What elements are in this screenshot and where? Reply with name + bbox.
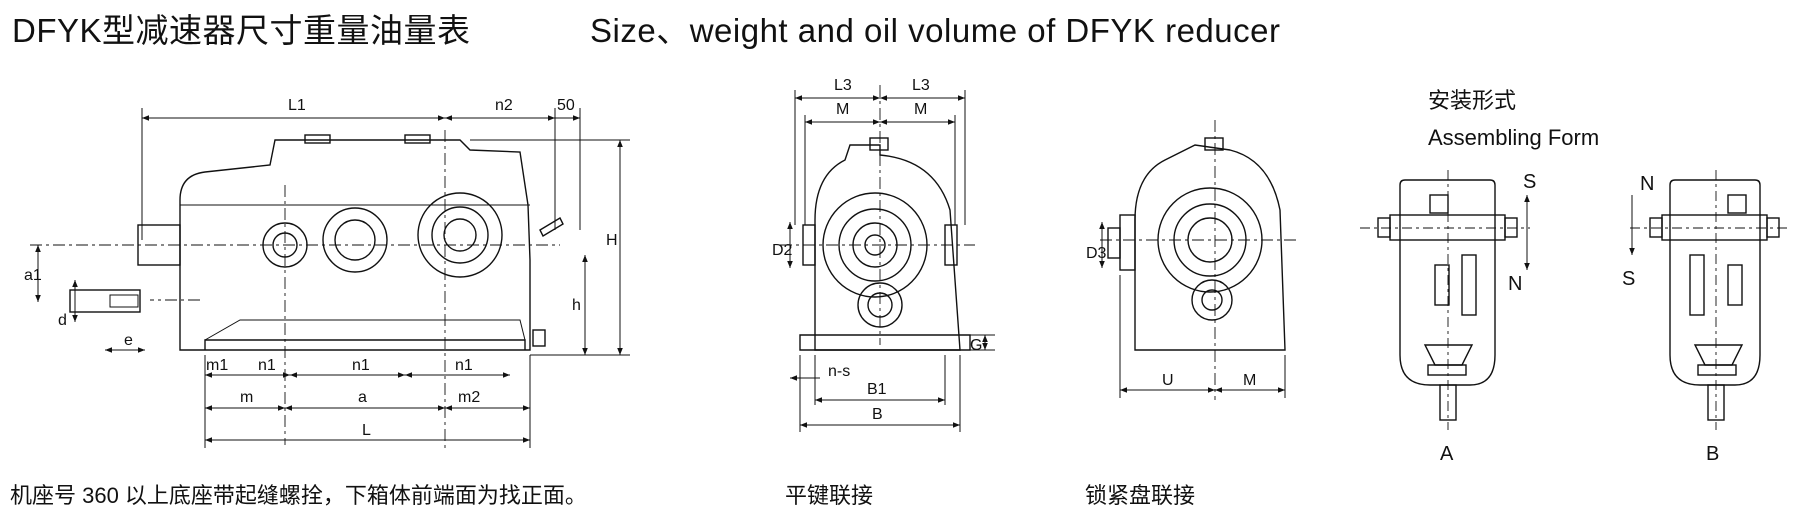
title-chinese: DFYK型减速器尺寸重量油量表: [12, 12, 471, 49]
caption-note: 机座号 360 以上底座带起缝螺拴，下箱体前端面为找正面。: [10, 483, 587, 508]
dim-n1-a: n1: [258, 357, 276, 374]
dim-a1: a1: [24, 267, 42, 284]
dim-m1: m1: [206, 357, 228, 374]
form-b-label: B: [1706, 443, 1719, 465]
assembly-title-cn: 安装形式: [1428, 88, 1516, 113]
caption-key-connection: 平键联接: [785, 483, 874, 508]
front-view-labels: L1 n2 50 H h a1 d e m1 n1 n1 n1 m a m2 L: [24, 97, 618, 439]
key-side-view-labels: L3 L3 M M D2 G n-s B1 B: [772, 77, 982, 423]
dim-B: B: [872, 406, 883, 423]
dim-U: U: [1162, 372, 1174, 389]
dim-H: H: [606, 232, 618, 249]
dim-L: L: [362, 422, 371, 439]
dim-L3-right: L3: [912, 77, 930, 94]
assembly-form-a: [1360, 170, 1530, 430]
dim-m2: m2: [458, 389, 480, 406]
title-english: Size、weight and oil volume of DFYK reduc…: [590, 12, 1281, 49]
lock-side-view: [1099, 120, 1300, 400]
dim-h: h: [572, 297, 581, 314]
form-b-bottom-label: S: [1622, 268, 1635, 290]
dim-50: 50: [557, 97, 575, 114]
front-view: [30, 108, 630, 450]
caption-lock-disc-connection: 锁紧盘联接: [1085, 483, 1196, 508]
dim-M-left: M: [836, 101, 849, 118]
key-side-view: [780, 85, 995, 432]
dim-M-lock: M: [1243, 372, 1256, 389]
dim-n2: n2: [495, 97, 513, 114]
assembly-form-b: [1629, 170, 1790, 430]
form-a-bottom-label: N: [1508, 273, 1522, 295]
dim-a: a: [358, 389, 367, 406]
dim-L1: L1: [288, 97, 306, 114]
dim-G: G: [970, 337, 982, 354]
dim-D3: D3: [1086, 245, 1107, 262]
dim-D2: D2: [772, 242, 793, 259]
dim-M-right: M: [914, 101, 927, 118]
dim-B1: B1: [867, 381, 887, 398]
dim-d: d: [58, 312, 67, 329]
dim-m: m: [240, 389, 253, 406]
assembly-title-en: Assembling Form: [1428, 125, 1599, 150]
form-a-top-label: S: [1523, 171, 1536, 193]
dim-e: e: [124, 332, 133, 349]
dim-n-s: n-s: [828, 363, 850, 380]
lock-side-view-labels: D3 U M: [1086, 245, 1256, 389]
dim-n1-c: n1: [455, 357, 473, 374]
form-b-top-label: N: [1640, 173, 1654, 195]
dim-L3-left: L3: [834, 77, 852, 94]
form-a-label: A: [1440, 443, 1454, 465]
dim-n1-b: n1: [352, 357, 370, 374]
